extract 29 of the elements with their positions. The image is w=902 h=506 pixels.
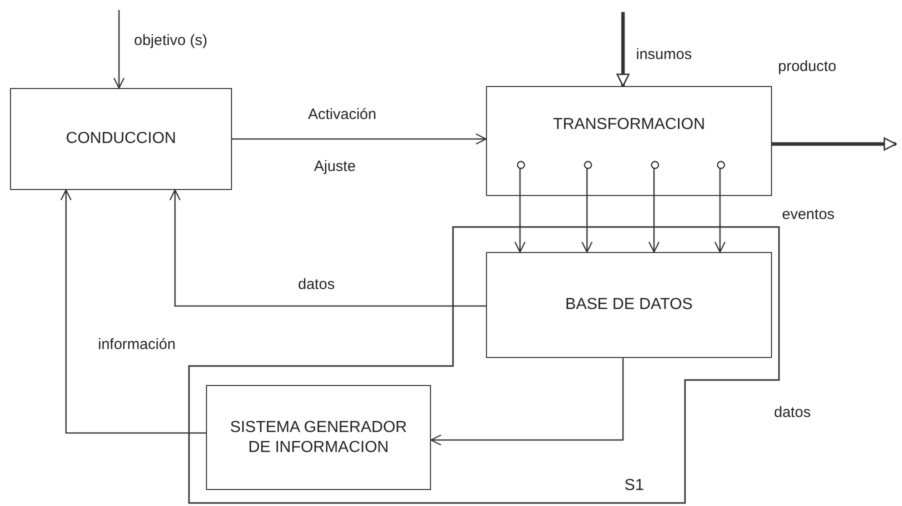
process-box	[10, 88, 232, 190]
arrow	[648, 168, 660, 253]
arrow	[714, 168, 726, 253]
box-title: TRANSFORMACION	[553, 115, 705, 135]
arrow	[169, 189, 486, 307]
arrow	[581, 168, 593, 253]
arrow	[232, 133, 487, 145]
arrow	[616, 12, 630, 87]
edge-label: información	[98, 335, 176, 355]
arrow	[430, 358, 624, 446]
process-box	[486, 252, 772, 358]
box-title: SISTEMA GENERADOR DE INFORMACION	[229, 418, 408, 458]
arrow	[60, 189, 206, 434]
annotation-text: Ajuste	[314, 157, 356, 177]
annotation-text: datos	[774, 403, 811, 423]
box-title: BASE DE DATOS	[565, 295, 693, 315]
arrow	[514, 168, 526, 253]
edge-label: producto	[778, 57, 836, 77]
edge-label: objetivo (s)	[134, 31, 208, 51]
edge-label: insumos	[636, 45, 692, 65]
arrow	[113, 10, 125, 89]
edge-label: Activación	[308, 105, 376, 125]
process-box	[486, 86, 772, 196]
process-box	[206, 385, 431, 490]
edge-label: datos	[298, 275, 335, 295]
system-label: S1	[624, 476, 644, 496]
arrow	[772, 137, 897, 151]
annotation-text: eventos	[782, 205, 835, 225]
box-title: CONDUCCION	[66, 129, 176, 149]
